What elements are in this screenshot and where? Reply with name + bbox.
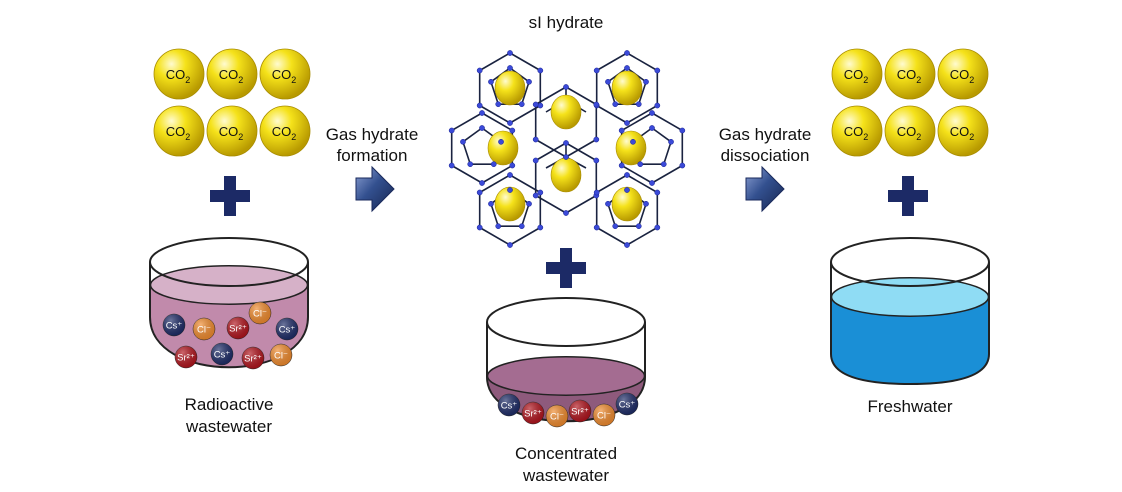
guest-molecule-icon [615, 130, 647, 166]
ion-icon: Cs⁺ [210, 342, 234, 366]
ion-label: Cl⁻ [253, 309, 267, 320]
co2-molecule-icon: CO2 [937, 105, 989, 157]
formation-label-line2: formation [337, 146, 408, 165]
guest-molecule-icon [487, 130, 519, 166]
co2-molecule-icon: CO2 [259, 48, 311, 100]
co2-molecule-icon: CO2 [259, 105, 311, 157]
ion-label: Sr²⁺ [229, 324, 247, 335]
ion-label: Cs⁺ [279, 325, 296, 336]
concentrated-label-line1: Concentrated [515, 444, 617, 463]
co2-molecule-icon: CO2 [206, 48, 258, 100]
ion-icon: Sr²⁺ [226, 316, 250, 340]
co2-label: CO2 [897, 124, 922, 142]
ion-icon: Cs⁺ [497, 393, 521, 417]
ion-icon: Cs⁺ [615, 392, 639, 416]
ion-label: Cs⁺ [501, 401, 518, 412]
co2-molecule-icon: CO2 [153, 105, 205, 157]
ion-label: Sr²⁺ [524, 409, 542, 420]
ion-icon: Cl⁻ [269, 343, 293, 367]
ion-icon: Sr²⁺ [521, 401, 545, 425]
ion-label: Sr²⁺ [571, 407, 589, 418]
ion-label: Sr²⁺ [244, 354, 262, 365]
ion-icon: Cs⁺ [275, 317, 299, 341]
ion-label: Cs⁺ [214, 350, 231, 361]
co2-label: CO2 [272, 124, 297, 142]
co2-molecule-icon: CO2 [831, 48, 883, 100]
co2-label: CO2 [844, 124, 869, 142]
guest-molecule-icon [611, 186, 643, 222]
ion-icon: Cl⁻ [248, 301, 272, 325]
plus-icon [888, 176, 928, 216]
co2-label: CO2 [844, 67, 869, 85]
concentrated-label-line2: wastewater [522, 466, 609, 485]
co2-label: CO2 [166, 124, 191, 142]
ion-label: Cl⁻ [274, 351, 288, 362]
ion-icon: Sr²⁺ [174, 345, 198, 369]
freshwater-label: Freshwater [867, 397, 952, 416]
co2-molecule-icon: CO2 [884, 105, 936, 157]
guest-molecule-icon [550, 94, 582, 130]
dissociation-arrow-icon [745, 165, 785, 213]
diagram-title: sI hydrate [529, 13, 604, 32]
guest-molecule-icon [494, 70, 526, 106]
co2-molecule-icon: CO2 [884, 48, 936, 100]
formation-label-line1: Gas hydrate [326, 125, 419, 144]
ion-icon: Cs⁺ [162, 313, 186, 337]
ion-icon: Cl⁻ [545, 404, 569, 428]
plus-signs [210, 176, 928, 288]
plus-icon [210, 176, 250, 216]
co2-label: CO2 [219, 124, 244, 142]
ion-icon: Sr²⁺ [241, 346, 265, 370]
co2-label: CO2 [166, 67, 191, 85]
co2-label: CO2 [950, 124, 975, 142]
guest-molecule-icon [611, 70, 643, 106]
radioactive-label-line2: wastewater [185, 417, 272, 436]
co2-label: CO2 [897, 67, 922, 85]
dissociation-label-line2: dissociation [721, 146, 810, 165]
ion-icon: Sr²⁺ [568, 399, 592, 423]
co2-label: CO2 [950, 67, 975, 85]
co2-molecule-icon: CO2 [153, 48, 205, 100]
plus-icon [546, 248, 586, 288]
freshwater-beaker-icon [830, 237, 990, 386]
hydrate-cage-icon [448, 50, 686, 248]
ion-label: Cl⁻ [550, 412, 564, 423]
formation-arrow-icon [355, 165, 395, 213]
dissociation-label-line1: Gas hydrate [719, 125, 812, 144]
ion-label: Cl⁻ [197, 325, 211, 336]
concentrated-beaker-icon: Cs⁺ Sr²⁺ Cl⁻ Sr²⁺ Cl⁻ Cs⁺ [486, 297, 646, 428]
co2-molecule-icon: CO2 [831, 105, 883, 157]
co2-label: CO2 [219, 67, 244, 85]
co2-label: CO2 [272, 67, 297, 85]
radioactive-label-line1: Radioactive [185, 395, 274, 414]
ion-label: Cs⁺ [619, 400, 636, 411]
radioactive-beaker-icon: Cs⁺ Cl⁻ Sr²⁺ Cl⁻ Cs⁺ Sr²⁺ Cs⁺ Sr²⁺ Cl⁻ [149, 237, 309, 370]
guest-molecule-icon [494, 186, 526, 222]
co2-molecule-icon: CO2 [937, 48, 989, 100]
guest-molecule-icon [550, 157, 582, 193]
ion-icon: Cl⁻ [592, 403, 616, 427]
ion-label: Cs⁺ [166, 321, 183, 332]
ion-label: Sr²⁺ [177, 353, 195, 364]
ion-icon: Cl⁻ [192, 317, 216, 341]
ion-label: Cl⁻ [597, 411, 611, 422]
co2-molecule-icon: CO2 [206, 105, 258, 157]
